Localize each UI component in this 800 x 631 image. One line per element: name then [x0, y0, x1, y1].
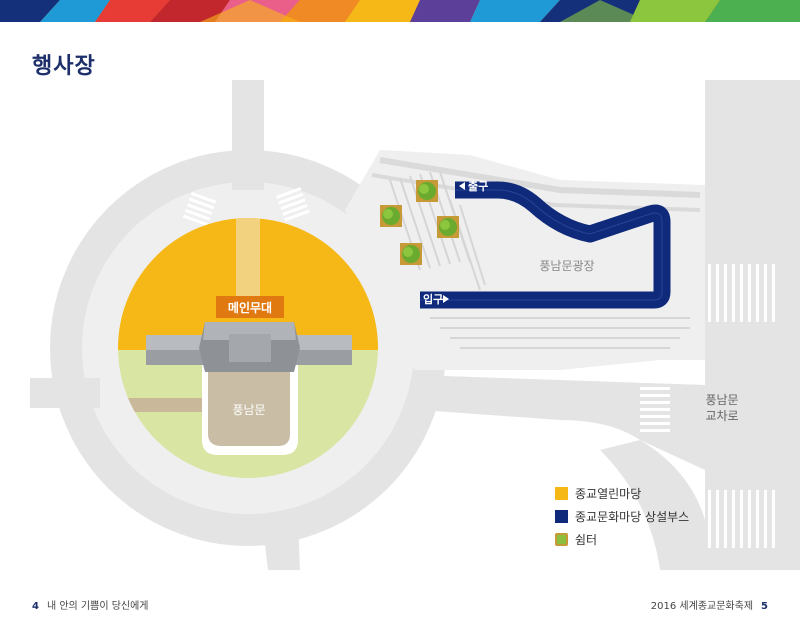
intersection-label-line1: 풍남문: [705, 393, 738, 407]
main-stage-box: [216, 296, 284, 318]
map-legend: 종교열린마당 종교문화마당 상설부스 쉼터: [555, 483, 689, 552]
footer-right: 2016 세계종교문화축제 5: [651, 597, 768, 612]
page-number-left: 4: [32, 601, 39, 612]
legend-label: 종교문화마당 상설부스: [575, 509, 690, 524]
gate-label: 풍남문: [232, 403, 265, 417]
legend-item-booths: 종교문화마당 상설부스: [555, 506, 689, 526]
tree-icon: [380, 205, 402, 227]
tree-icon: [400, 243, 422, 265]
exit-label: 출구: [468, 179, 488, 193]
map-ground: [30, 80, 800, 570]
legend-item-open-madang: 종교열린마당: [555, 483, 689, 503]
footer-event-name: 2016 세계종교문화축제: [650, 601, 754, 612]
plaza-hatching: [389, 171, 690, 349]
tree-square-icon: [555, 532, 568, 546]
gate-base: [208, 364, 290, 446]
legend-item-rest-area: 쉼터: [555, 529, 689, 549]
plaza-label: 풍남문광장: [539, 259, 594, 273]
gate-roof: [146, 322, 352, 372]
tree-icon: [416, 180, 438, 202]
yellow-square-icon: [555, 486, 568, 500]
page-number-right: 5: [761, 601, 768, 612]
page-title: 행사장: [32, 54, 96, 79]
footer-slogan: 내 안의 기쁨이 당신에게: [46, 601, 149, 612]
festival-venue-map: 메인무대 풍남문 풍남문광장 출구 입구 풍남문 교차로: [30, 80, 800, 570]
exit-arrow-icon: [459, 182, 465, 190]
intersection-label-line2: 교차로: [705, 409, 738, 423]
entrance-arrow-icon: [443, 295, 449, 303]
navy-square-icon: [555, 509, 568, 523]
footer-left: 4 내 안의 기쁨이 당신에게: [32, 597, 149, 612]
tree-icon: [437, 216, 459, 238]
legend-label: 쉼터: [575, 532, 598, 547]
rest-area-trees: [380, 180, 459, 265]
entrance-label: 입구: [423, 293, 443, 306]
crosswalks: [182, 187, 775, 548]
main-stage-label: 메인무대: [228, 300, 272, 315]
header-banner: [0, 0, 800, 22]
legend-label: 종교열린마당: [575, 486, 642, 501]
